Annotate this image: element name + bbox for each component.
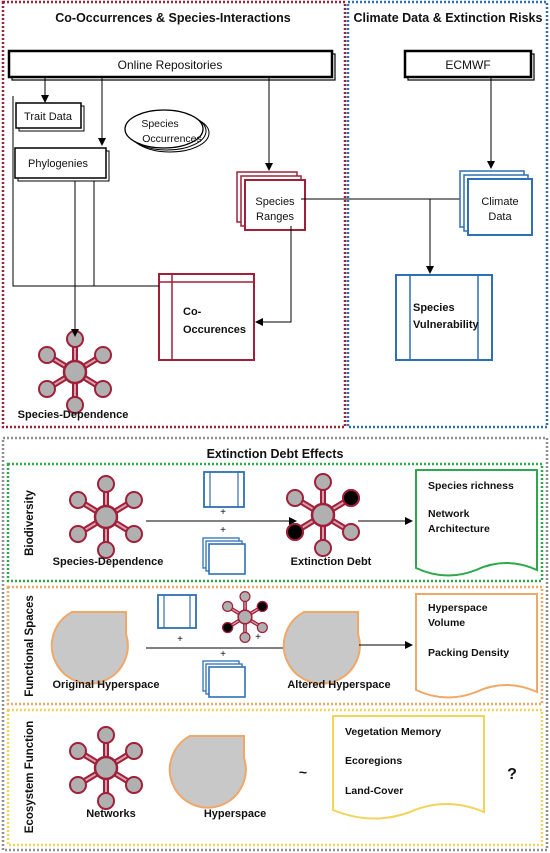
ecosystem-question-mark: ? xyxy=(507,766,517,783)
biodiversity-row-label: Biodiversity xyxy=(24,489,36,555)
cooccurrence-connectors xyxy=(12,77,468,337)
cooccurrence-title: Co-Occurrences & Species-Interactions xyxy=(55,11,291,25)
phylogenies-label: Phylogenies xyxy=(28,158,88,170)
species-vulnerability-label-1: Species xyxy=(413,302,455,314)
original-hyperspace-shape xyxy=(50,611,129,685)
functional-extinction-network-icon xyxy=(220,589,270,645)
networks-label: Networks xyxy=(86,808,136,820)
biodiversity-plus-2: + xyxy=(220,525,226,536)
ecosystem-output-1: Vegetation Memory xyxy=(345,726,441,738)
species-occurrences-label-1: Species xyxy=(141,118,178,130)
functional-output-2: Volume xyxy=(428,617,465,629)
biodiversity-network-icon xyxy=(70,476,142,558)
biodiversity-output-document xyxy=(415,469,538,577)
extinction-debt-title: Extinction Debt Effects xyxy=(207,447,344,461)
functional-plus-3: + xyxy=(220,649,226,660)
species-vulnerability-label-2: Vulnerability xyxy=(413,319,479,331)
species-ranges-label-2: Ranges xyxy=(256,211,294,223)
climate-data-box xyxy=(467,178,533,236)
climate-data-label-2: Data xyxy=(488,211,512,223)
biodiversity-output-2: Network xyxy=(428,508,470,520)
species-occurrences-label-2: Occurrences xyxy=(142,133,202,145)
online-repositories-box xyxy=(7,49,334,79)
altered-hyperspace-shape xyxy=(282,611,361,685)
co-occurences-label-2: Occurences xyxy=(183,324,246,336)
ecmwf-label: ECMWF xyxy=(445,58,490,72)
networks-icon xyxy=(70,727,142,809)
functional-plus-2: + xyxy=(255,632,261,643)
biodiversity-climate-icon xyxy=(208,543,246,575)
original-hyperspace-label: Original Hyperspace xyxy=(53,679,160,691)
species-dependence-label: Species-Dependence xyxy=(18,409,129,421)
biodiversity-vulnerability-icon xyxy=(203,471,245,508)
co-occurences-label-1: Co- xyxy=(183,306,202,318)
trait-data-box xyxy=(15,102,82,129)
functional-output-document xyxy=(415,593,538,699)
altered-hyperspace-label: Altered Hyperspace xyxy=(287,679,390,691)
ecmwf-box xyxy=(403,49,533,79)
species-ranges-label-1: Species xyxy=(255,196,295,208)
phylogenies-box xyxy=(14,147,107,179)
biodiversity-output-1: Species richness xyxy=(428,480,514,492)
co-occurences-box xyxy=(158,273,255,361)
trait-data-label: Trait Data xyxy=(24,111,73,123)
ecosystem-tilde: ~ xyxy=(299,764,307,780)
cooccurrence-section-frame xyxy=(1,0,347,429)
extinction-debt-network-icon xyxy=(287,474,359,556)
extinction-debt-label: Extinction Debt xyxy=(291,556,372,568)
functional-row-frame xyxy=(6,585,544,706)
species-vulnerability-box xyxy=(395,274,493,361)
ecosystem-row-frame xyxy=(6,708,544,847)
ecosystem-hyperspace-label: Hyperspace xyxy=(204,808,266,820)
ecosystem-hyperspace-shape xyxy=(168,735,247,809)
online-repositories-label: Online Repositories xyxy=(118,58,223,72)
functional-row-label: Functional Spaces xyxy=(24,595,36,697)
species-ranges-box xyxy=(244,179,306,231)
ecosystem-output-2: Ecoregions xyxy=(345,755,402,767)
functional-plus-1: + xyxy=(177,634,183,645)
biodiversity-row-frame xyxy=(6,462,544,583)
functional-output-1: Hyperspace xyxy=(428,602,488,614)
climate-data-label-1: Climate xyxy=(481,196,518,208)
functional-climate-icon xyxy=(208,666,246,698)
ecosystem-output-3: Land-Cover xyxy=(345,785,403,797)
biodiversity-plus-1: + xyxy=(220,507,226,518)
biodiversity-output-3: Architecture xyxy=(428,523,490,535)
extinction-debt-section-frame xyxy=(1,436,549,852)
functional-output-3: Packing Density xyxy=(428,647,509,659)
species-dependence-network-icon xyxy=(39,331,111,413)
climate-title: Climate Data & Extinction Risks xyxy=(354,11,543,25)
species-occurrences-ellipse xyxy=(124,109,204,149)
ecosystem-row-label: Ecosystem Function xyxy=(24,721,36,833)
ecosystem-output-document xyxy=(332,715,485,820)
biodiversity-species-dependence-label: Species-Dependence xyxy=(53,556,164,568)
